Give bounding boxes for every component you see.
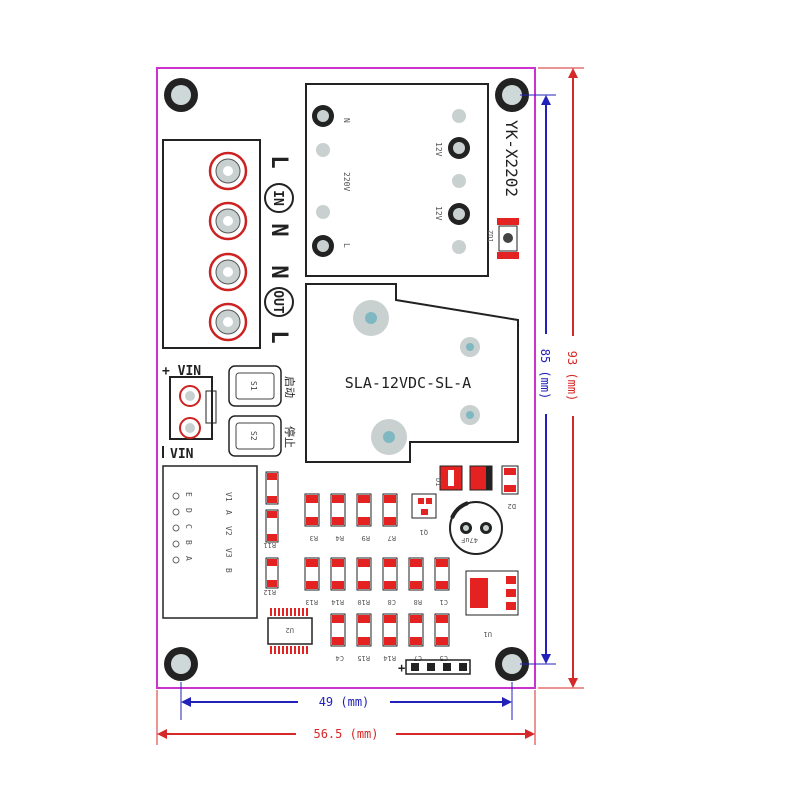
dimension-height-outer-label: 93 (mm) — [565, 351, 579, 402]
pin-header: + — [398, 659, 471, 675]
q1-transistor: Q1 — [411, 493, 437, 536]
button-s2 — [228, 415, 282, 457]
smd-row-3: C4 R15 R14 C7 C5 — [330, 613, 450, 662]
u2-ic: U2 — [267, 608, 313, 654]
label-r13: R13 — [305, 598, 318, 606]
label-r14: R14 — [331, 598, 344, 606]
terminal-label-n-in: N — [266, 223, 291, 236]
label-r11: R11 — [263, 541, 276, 549]
electrolytic-capacitor: 47uF — [449, 501, 503, 555]
connector-pin-c: C — [184, 524, 193, 529]
zd1-component: ZD1 — [486, 218, 519, 259]
label-r7: R7 — [388, 534, 396, 542]
connector-pin-e: E — [184, 492, 193, 497]
relay-model-label: SLA-12VDC-SL-A — [345, 374, 471, 392]
dimension-width-outer-label: 56.5 (mm) — [313, 727, 378, 741]
smd-row-2: R13 R14 R10 C8 R8 C1 — [304, 557, 450, 606]
transformer-label-l: L — [342, 243, 351, 248]
vin-plus-label: + VIN — [162, 364, 201, 379]
label-r9: R9 — [362, 534, 370, 542]
transformer-label-12v-a: 12V — [434, 142, 443, 157]
smd-column-left: R11 R12 — [263, 471, 279, 596]
terminal-label-out: OUT — [270, 290, 285, 314]
dimension-height-holes-label: 85 (mm) — [538, 349, 552, 400]
smd-row-1: R3 R4 R9 R7 — [304, 493, 398, 542]
connector-signal-v1: V1 — [224, 492, 233, 502]
mounting-holes — [164, 78, 529, 681]
connector-signal-v2: V2 — [224, 526, 233, 536]
signal-connector: E D C B A V1 A V2 V3 B — [162, 465, 258, 619]
pin-header-plus: + — [398, 661, 405, 675]
connector-signal-v3: V3 — [224, 548, 233, 558]
board-model-label: YK-X2202 — [502, 120, 521, 197]
u1-regulator: U1 — [465, 570, 519, 638]
vin-connector: + VIN VIN — [162, 364, 217, 462]
connector-pin-b: B — [184, 540, 193, 545]
label-r12: R12 — [263, 588, 276, 596]
label-c5: C5 — [440, 654, 448, 662]
button-s2-label: S2 — [249, 431, 258, 441]
connector-pin-d: D — [184, 508, 193, 513]
terminal-label-in: IN — [270, 190, 285, 206]
label-d1: D1 — [434, 478, 442, 486]
transformer: N 220V L 12V 12V — [305, 83, 489, 277]
terminal-label-l-in: L — [266, 155, 291, 168]
button-s2-cn-label: 停止 — [283, 426, 297, 448]
terminal-block — [162, 139, 261, 349]
label-d2: D2 — [508, 502, 516, 510]
terminal-labels: L IN N N OUT L — [264, 155, 294, 344]
label-47uf: 47uF — [461, 536, 478, 544]
transformer-label-12v-b: 12V — [434, 206, 443, 221]
label-c4: C4 — [336, 654, 344, 662]
diodes: D1 D2 — [434, 465, 519, 510]
label-c1: C1 — [440, 598, 448, 606]
label-u2: U2 — [286, 626, 294, 634]
transformer-label-220v: 220V — [342, 172, 351, 191]
transformer-label-n: N — [342, 118, 351, 123]
label-r14b: R14 — [383, 654, 396, 662]
connector-pin-a: A — [184, 556, 193, 561]
label-r3: R3 — [310, 534, 318, 542]
label-r4: R4 — [336, 534, 344, 542]
connector-signal-b: B — [224, 568, 233, 573]
terminal-label-l-out: L — [266, 330, 291, 343]
relay: SLA-12VDC-SL-A — [305, 283, 519, 463]
label-r8: R8 — [414, 598, 422, 606]
dimension-width-outer: 56.5 (mm) — [156, 690, 536, 745]
button-s1-cn-label: 启动 — [283, 376, 296, 398]
label-u1: U1 — [484, 630, 492, 638]
label-r10: R10 — [357, 598, 370, 606]
vin-minus-label: VIN — [170, 447, 194, 462]
zd1-label: ZD1 — [486, 230, 494, 243]
connector-signal-a: A — [224, 510, 233, 515]
terminal-label-n-out: N — [266, 265, 291, 278]
label-c7: C7 — [414, 654, 422, 662]
dimension-height-holes: 85 (mm) — [520, 94, 556, 665]
label-c8: C8 — [388, 598, 396, 606]
buttons: S1 启动 S2 停止 — [228, 365, 297, 457]
dimension-width-holes-label: 49 (mm) — [319, 695, 370, 709]
label-r15: R15 — [357, 654, 370, 662]
dimension-width-holes: 49 (mm) — [180, 682, 513, 720]
label-q1: Q1 — [420, 528, 428, 536]
dimension-height-outer: 93 (mm) — [538, 67, 584, 689]
button-s1 — [228, 365, 282, 407]
button-s1-label: S1 — [249, 381, 258, 391]
